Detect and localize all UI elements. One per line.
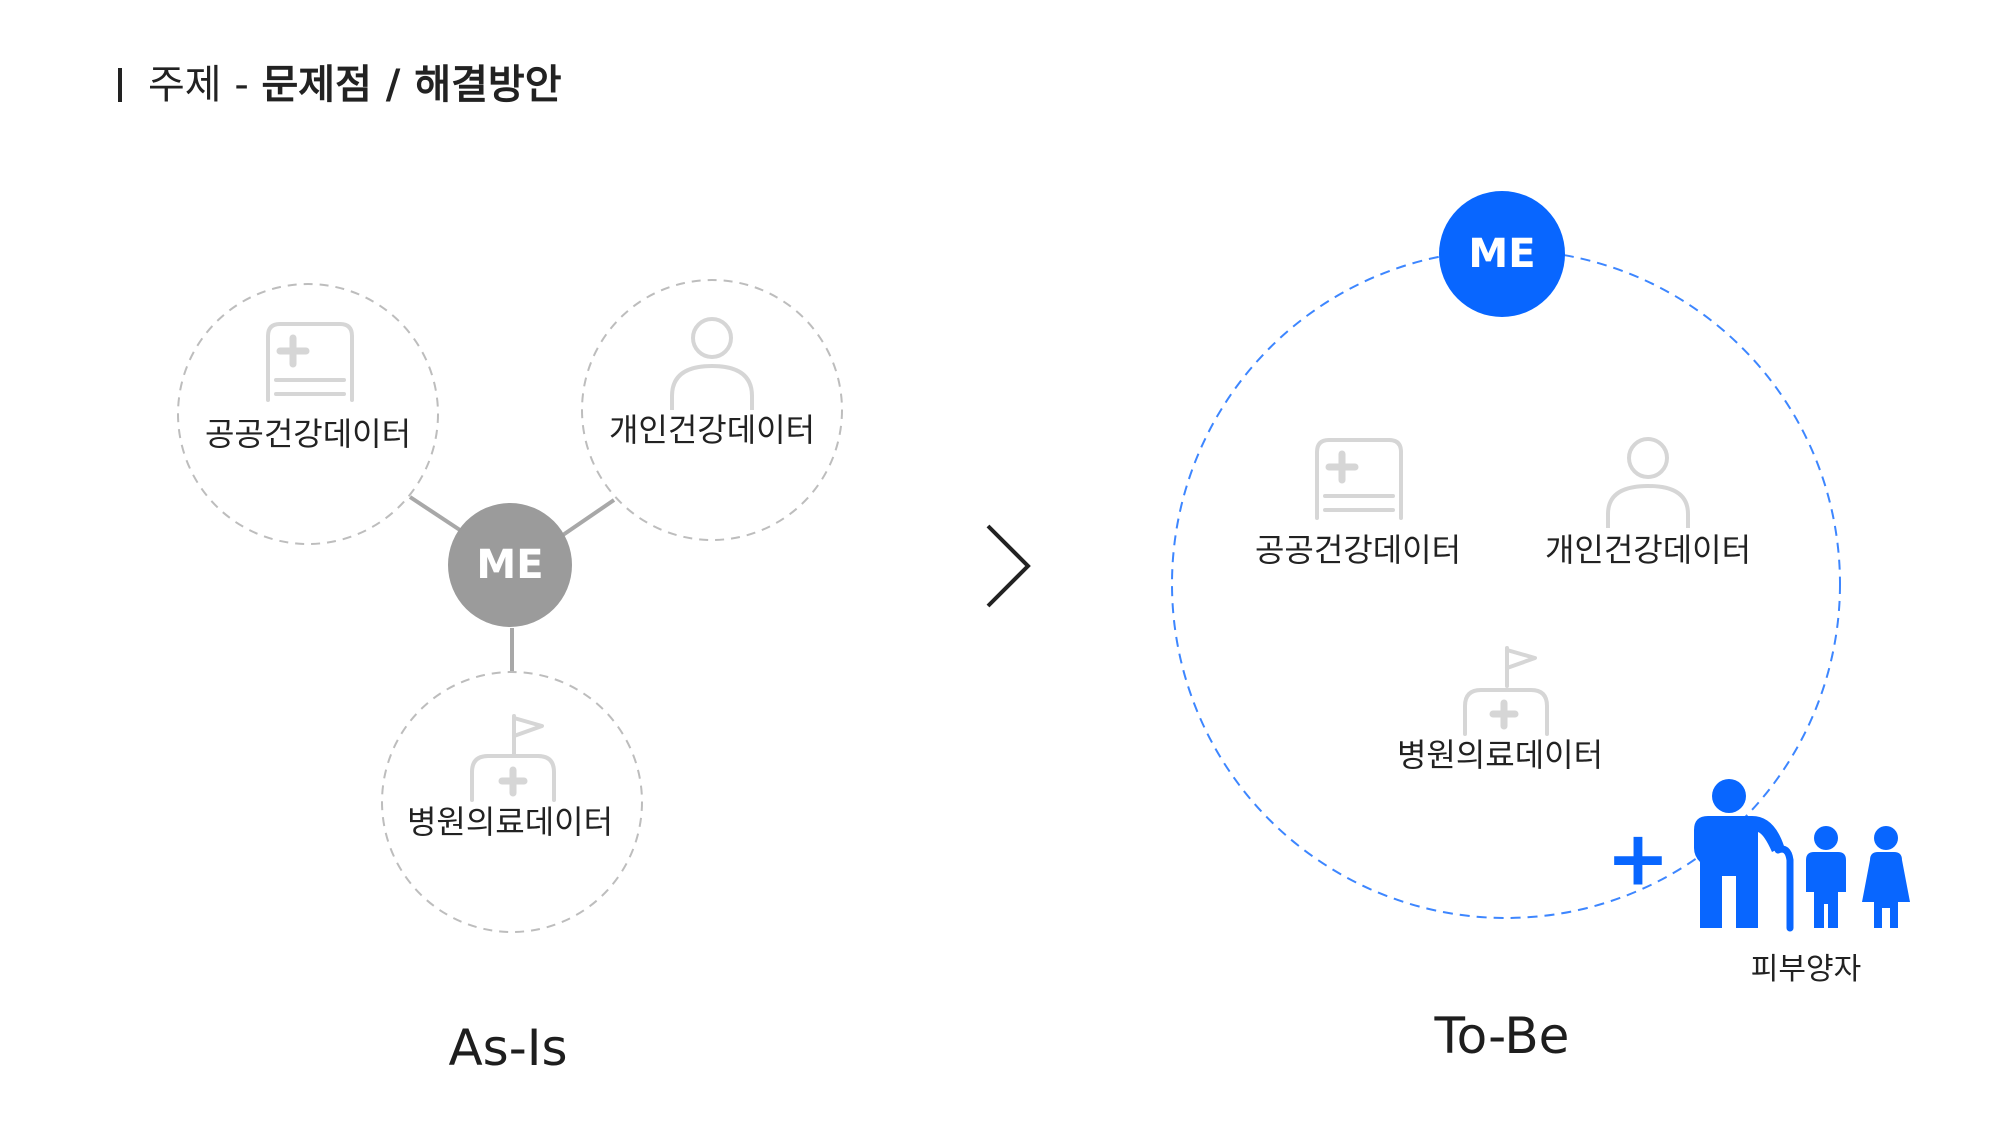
arrow-right-icon (986, 524, 1031, 608)
to-be-title: To-Be (1434, 1007, 1570, 1065)
as-is-title: As-Is (448, 1019, 568, 1077)
dependents-label: 피부양자 (1750, 952, 1862, 987)
plus-sign: + (1606, 813, 1670, 903)
as-is-public-circle (177, 283, 439, 545)
person-icon (670, 317, 754, 410)
page-header: 주제 - 문제점 / 해결방안 (118, 52, 562, 110)
header-bar (118, 68, 122, 102)
person-icon (1606, 437, 1690, 528)
header-emphasis: 문제점 / 해결방안 (261, 62, 562, 108)
to-be-personal-label: 개인건강데이터 (1544, 531, 1752, 569)
as-is-personal-label: 개인건강데이터 (608, 411, 816, 449)
to-be-me-node: ME (1439, 191, 1565, 317)
connector-personal (558, 498, 616, 539)
as-is-hospital-label: 병원의료데이터 (406, 803, 614, 841)
to-be-hospital-label: 병원의료데이터 (1396, 736, 1604, 774)
as-is-personal-circle (581, 279, 843, 541)
as-is-public-label: 공공건강데이터 (204, 415, 412, 453)
hospital-flag-icon (470, 714, 556, 802)
as-is-hospital-circle (381, 671, 643, 933)
hospital-flag-icon (1463, 646, 1549, 736)
document-medical-icon (266, 322, 354, 402)
document-medical-icon (1315, 438, 1403, 520)
to-be-public-label: 공공건강데이터 (1254, 531, 1462, 569)
as-is-me-node: ME (448, 503, 572, 627)
dependents-family-icon (1694, 779, 1910, 932)
header-prefix: 주제 - (148, 62, 262, 108)
